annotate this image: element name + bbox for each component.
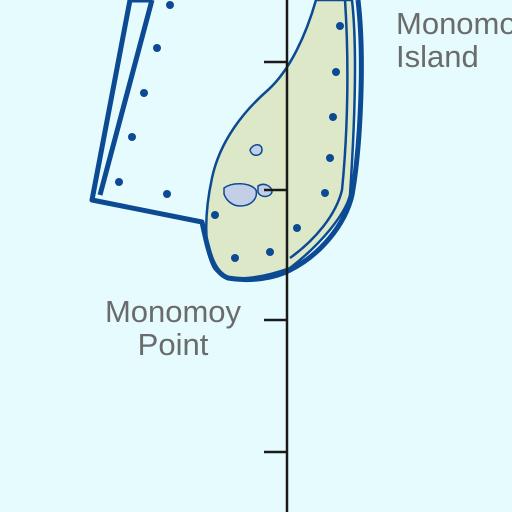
refuge-dot [332,68,340,76]
point-label-line2: Point [137,326,209,362]
refuge-dot [153,44,161,52]
refuge-dot [329,113,337,121]
refuge-boundary-inner [289,0,349,260]
point-label-line1: Monomoy [104,294,242,329]
monomoy-island-label: MonomoyIsland [396,6,512,74]
refuge-dot [293,224,301,232]
refuge-dot [163,190,171,198]
refuge-dot [140,89,148,97]
refuge-dot [336,22,344,30]
refuge-dot [128,133,136,141]
refuge-boundary-left [97,0,155,196]
pond-north [249,144,263,156]
refuge-dot [211,211,219,219]
refuge-boundary [89,0,364,283]
refuge-dot [321,189,329,197]
refuge-dot [115,178,123,186]
refuge-dot [231,254,239,262]
refuge-dot [266,248,274,256]
island-label-line1: Monomoy [396,6,512,41]
refuge-dots [115,1,344,262]
refuge-dot [166,1,174,9]
pond-west [223,183,258,207]
island-label-line2: Island [396,38,479,74]
refuge-dot [326,154,334,162]
